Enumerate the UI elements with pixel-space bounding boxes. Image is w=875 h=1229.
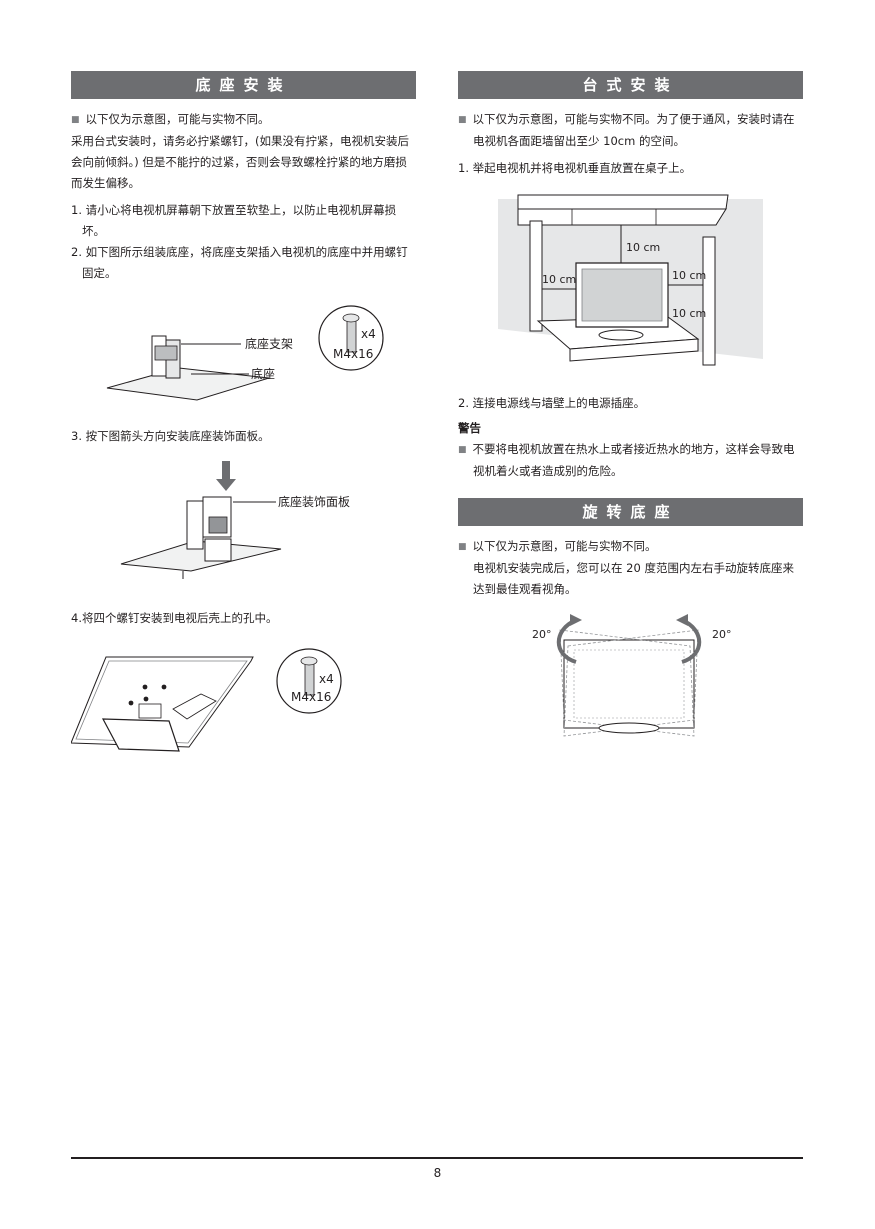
desk-step-1: 1. 举起电视机并将电视机垂直放置在桌子上。	[458, 161, 692, 175]
right-column: 台式安装 以下仅为示意图，可能与实物不同。为了便于通风，安装时请在电视机各面距墙…	[458, 71, 803, 740]
clearance-left: 10 cm	[542, 273, 576, 286]
clearance-right: 10 cm	[672, 269, 706, 282]
stand-assembly-figure: 底座支架 底座 x4 M4x16	[106, 305, 384, 401]
screw-qty: x4	[361, 327, 376, 341]
step-4: 4.将四个螺钉安装到电视后壳上的孔中。	[71, 611, 278, 625]
label-stand-base: 底座	[251, 366, 275, 381]
screw-size: M4x16	[333, 347, 373, 361]
warning-title: 警告	[458, 421, 481, 435]
clearance-figure: 10 cm 10 cm 10 cm 10 cm	[498, 194, 763, 366]
label-stand-bracket: 底座支架	[245, 336, 293, 351]
footer-rule	[71, 1157, 803, 1159]
intro-text: 采用台式安装时，请务必拧紧螺钉，(如果没有拧紧，电视机安装后会向前倾斜。) 但是…	[71, 134, 409, 190]
clearance-back: 10 cm	[672, 307, 706, 320]
page-number: 8	[433, 1166, 442, 1180]
step-2: 2. 如下图所示组装底座，将底座支架插入电视机的底座中并用螺钉固定。	[71, 245, 408, 280]
clearance-top: 10 cm	[626, 241, 660, 254]
desk-step-2: 2. 连接电源线与墙壁上的电源插座。	[458, 396, 646, 410]
screw-size-2: M4x16	[291, 690, 331, 704]
section-heading-desk-mount: 台式安装	[458, 71, 803, 99]
cover-install-figure: 底座装饰面板	[120, 461, 350, 579]
left-column: 底座安装 以下仅为示意图，可能与实物不同。 采用台式安装时，请务必拧紧螺钉，(如…	[71, 71, 416, 779]
swivel-figure: 20° 20°	[532, 614, 732, 737]
back-cover-screws-figure: x4 M4x16	[71, 648, 342, 752]
swivel-angle-right: 20°	[712, 628, 732, 641]
warning-text: 不要将电视机放置在热水上或者接近热水的地方，这样会导致电视机着火或者造成别的危险…	[458, 439, 803, 482]
illustration-note: 以下仅为示意图，可能与实物不同。	[71, 109, 416, 131]
ventilation-note: 以下仅为示意图，可能与实物不同。为了便于通风，安装时请在电视机各面距墙留出至少 …	[458, 109, 803, 152]
swivel-angle-left: 20°	[532, 628, 552, 641]
screw-qty-2: x4	[319, 672, 334, 686]
swivel-text: 电视机安装完成后，您可以在 20 度范围内左右手动旋转底座来达到最佳观看视角。	[473, 561, 794, 596]
swivel-note: 以下仅为示意图，可能与实物不同。	[458, 536, 803, 558]
label-stand-cover: 底座装饰面板	[278, 494, 350, 509]
section-heading-swivel: 旋转底座	[458, 498, 803, 526]
section-heading-stand-assembly: 底座安装	[71, 71, 416, 99]
step-1: 1. 请小心将电视机屏幕朝下放置至软垫上，以防止电视机屏幕损坏。	[71, 203, 397, 238]
step-3: 3. 按下图箭头方向安装底座装饰面板。	[71, 429, 270, 443]
